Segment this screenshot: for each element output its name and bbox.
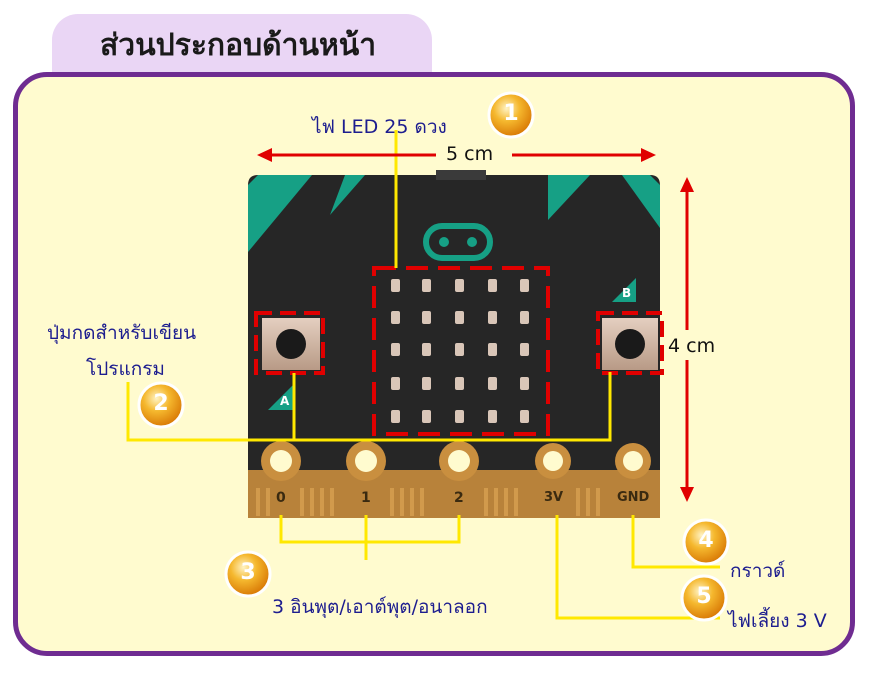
led-label: ไฟ LED 25 ดวง: [312, 116, 447, 138]
button-a-label: A: [280, 394, 290, 408]
marker-4: [682, 518, 730, 566]
marker-1: [487, 91, 535, 139]
button-b-label: B: [622, 286, 632, 300]
buttons-label-line2: โปรแกรม: [86, 358, 165, 380]
marker-1-number: 1: [503, 101, 519, 126]
page-title: ส่วนประกอบด้านหน้า: [100, 28, 377, 63]
marker-2: [137, 381, 185, 429]
io-label: 3 อินพุต/เอาต์พุต/อนาลอก: [272, 596, 488, 618]
title-tab: [52, 14, 432, 72]
led-highlight-box: [372, 266, 550, 436]
microbit-board: [248, 170, 660, 518]
power-label: ไฟเลี้ยง 3 V: [728, 610, 827, 632]
buttons-label-line1: ปุ่มกดสำหรับเขียน: [47, 322, 197, 344]
button-b-highlight-box: [596, 311, 664, 375]
pin-label-1: 1: [361, 490, 371, 506]
button-a-highlight-box: [254, 311, 325, 375]
height-arrow: [680, 177, 694, 502]
led-matrix: [391, 279, 529, 423]
pin-label-gnd: GND: [617, 490, 650, 505]
ground-label: กราวด์: [730, 560, 786, 582]
marker-4-number: 4: [698, 528, 714, 553]
pin-label-0: 0: [276, 490, 286, 506]
callout-lines: [126, 130, 720, 620]
marker-3-number: 3: [240, 560, 256, 585]
marker-5-number: 5: [696, 584, 712, 609]
marker-2-number: 2: [153, 391, 169, 416]
button-b: [602, 278, 658, 370]
button-a: [262, 318, 320, 410]
pin-label-3v: 3V: [544, 490, 564, 505]
pin-label-2: 2: [454, 490, 464, 506]
pin-rings: [261, 441, 651, 481]
width-dimension: 5 cm: [446, 143, 494, 165]
width-arrow: [257, 148, 656, 162]
edge-fingers: [256, 488, 600, 516]
marker-5: [680, 574, 728, 622]
marker-3: [224, 550, 272, 598]
height-dimension: 4 cm: [668, 335, 716, 357]
